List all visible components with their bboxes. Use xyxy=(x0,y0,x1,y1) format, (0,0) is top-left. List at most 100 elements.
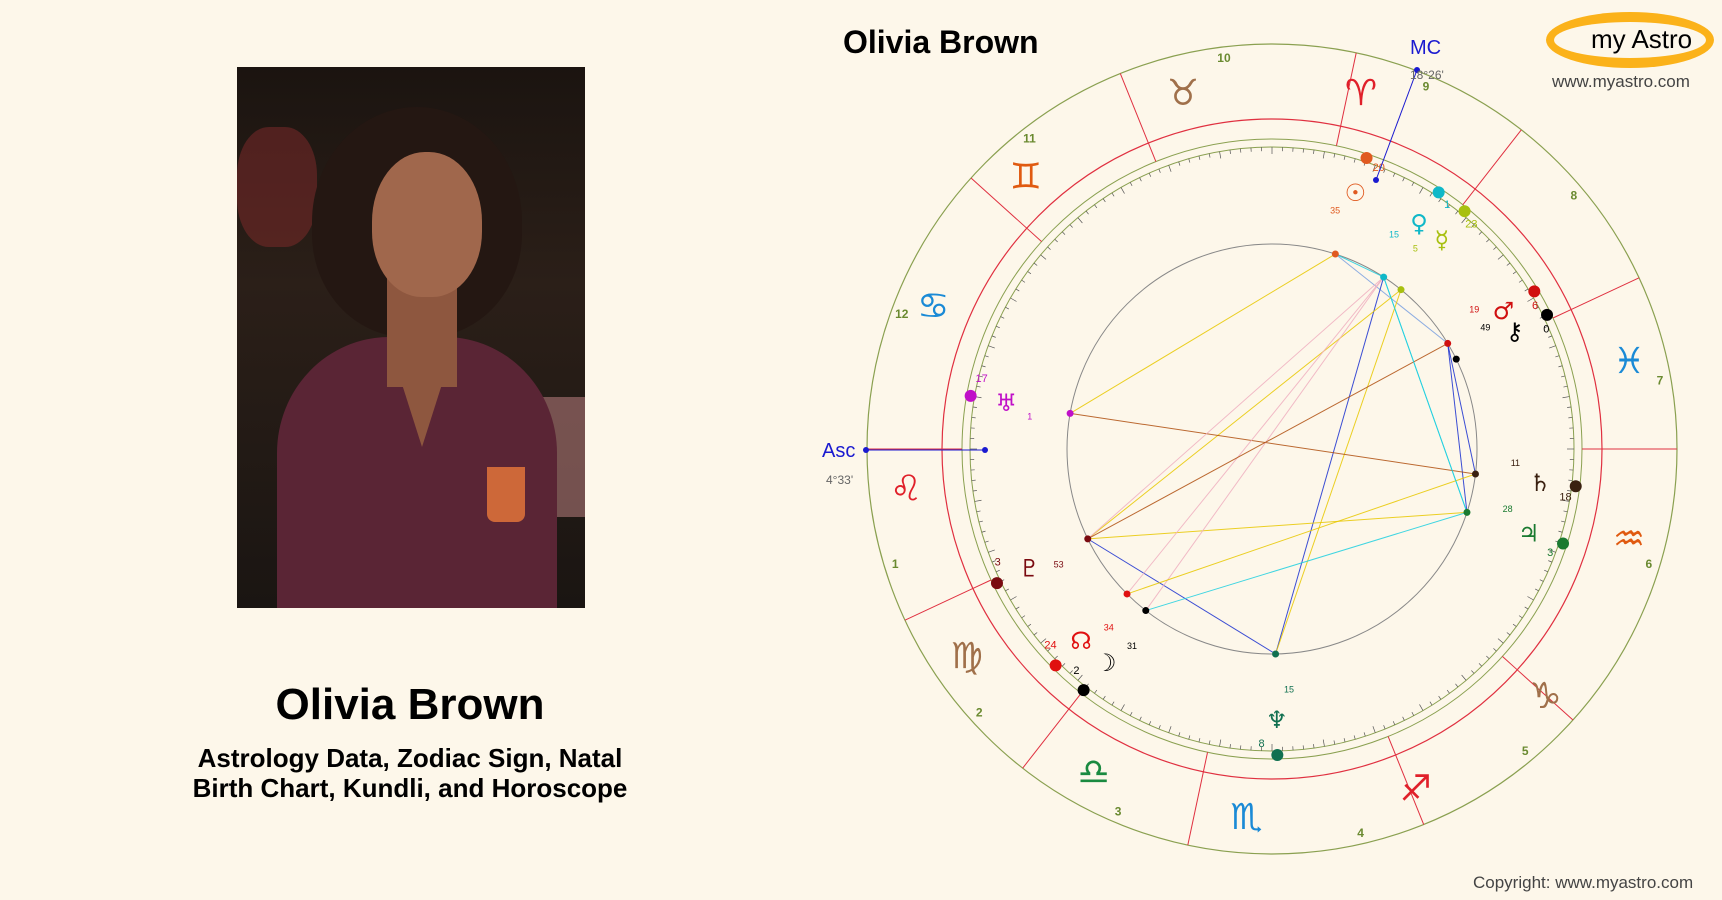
aspect-line xyxy=(1087,289,1402,540)
uranus-icon: ♅ xyxy=(995,389,1017,417)
pluto-marker xyxy=(990,577,1003,590)
house-cusp xyxy=(1395,754,1425,825)
moon-degree: 2 xyxy=(1073,665,1079,677)
house-cusp xyxy=(1474,129,1522,190)
sagittarius-sign-icon: ♐ xyxy=(1400,769,1432,810)
venus-icon: ♀ xyxy=(1410,210,1428,238)
myastro-logo[interactable]: my Astro xyxy=(1546,12,1714,68)
capricorn-sign-icon: ♑ xyxy=(1529,676,1561,717)
pluto-minute: 53 xyxy=(1054,559,1064,569)
person-subtitle: Astrology Data, Zodiac Sign, Natal Birth… xyxy=(0,743,820,803)
house-cusp xyxy=(904,588,974,621)
copyright-text: Copyright: www.myastro.com xyxy=(1473,873,1694,892)
mercury-icon: ☿ xyxy=(1435,226,1450,254)
venus-degree: 1 xyxy=(1444,199,1450,211)
jupiter-marker xyxy=(1557,537,1570,550)
house-number: 2 xyxy=(976,706,983,720)
venus-marker xyxy=(1432,186,1445,199)
node-icon: ☊ xyxy=(1070,627,1091,655)
mercury-marker xyxy=(1458,205,1471,218)
aspect-line xyxy=(1087,511,1468,540)
node-minute: 34 xyxy=(1104,622,1114,632)
house-number: 3 xyxy=(1115,805,1122,819)
house-number: 6 xyxy=(1645,557,1652,571)
leo-sign-icon: ♌ xyxy=(890,468,922,509)
mc-degree: 18°26' xyxy=(1410,68,1444,82)
house-number: 12 xyxy=(895,307,909,321)
house-cusp xyxy=(1187,771,1204,846)
sun-marker xyxy=(1360,151,1373,164)
saturn-icon: ♄ xyxy=(1529,469,1551,497)
moon-icon: ☽ xyxy=(1095,649,1117,677)
aspect-line xyxy=(1383,276,1468,513)
mars-marker xyxy=(1528,285,1541,298)
house-cusp xyxy=(1119,73,1149,144)
mars-minute: 19 xyxy=(1469,305,1479,315)
aspect-line xyxy=(1447,343,1468,513)
house-cusp xyxy=(1022,708,1070,769)
aquarius-sign-icon: ♒ xyxy=(1613,519,1645,560)
house-number: 5 xyxy=(1522,744,1529,758)
chiron-degree: 0 xyxy=(1543,324,1549,336)
house-cusp xyxy=(1516,669,1574,721)
taurus-sign-icon: ♉ xyxy=(1167,73,1199,114)
sun-icon: ☉ xyxy=(1345,179,1367,207)
aspect-line xyxy=(1126,473,1476,595)
house-number: 9 xyxy=(1423,79,1430,93)
subtitle-line-1: Astrology Data, Zodiac Sign, Natal xyxy=(197,743,623,773)
saturn-degree: 18 xyxy=(1559,492,1571,504)
asc-degree: 4°33' xyxy=(826,473,853,487)
jupiter-minute: 28 xyxy=(1503,504,1513,514)
uranus-marker xyxy=(964,389,977,402)
aspect-line xyxy=(1275,276,1385,655)
node-degree: 24 xyxy=(1044,639,1056,651)
house-cusp xyxy=(1340,52,1357,127)
aspect-line xyxy=(1087,276,1384,540)
node-marker xyxy=(1049,659,1062,672)
house-cusp xyxy=(1570,277,1640,310)
neptune-icon: ♆ xyxy=(1266,706,1288,734)
aspect-line xyxy=(1145,276,1385,611)
logo-text: my Astro xyxy=(1591,24,1693,54)
aspect-line xyxy=(1447,343,1476,475)
house-number: 8 xyxy=(1570,189,1577,203)
neptune-marker xyxy=(1271,748,1284,761)
mercury-minute: 5 xyxy=(1413,244,1418,254)
neptune-minute: 15 xyxy=(1284,684,1294,694)
moon-marker xyxy=(1077,684,1090,697)
house-number: 11 xyxy=(1023,132,1036,146)
jupiter-degree: 3 xyxy=(1547,547,1553,559)
house-cusp xyxy=(970,177,1028,229)
pluto-icon: ♇ xyxy=(1019,554,1041,582)
jupiter-icon: ♃ xyxy=(1518,519,1540,547)
chiron-marker xyxy=(1541,308,1554,321)
venus-minute: 15 xyxy=(1389,230,1399,240)
pisces-sign-icon: ♓ xyxy=(1613,341,1645,382)
house-number: 10 xyxy=(1217,51,1231,65)
aspect-line xyxy=(1069,253,1336,414)
aries-sign-icon: ♈ xyxy=(1345,73,1377,114)
aspect-line xyxy=(1087,342,1448,540)
uranus-degree: 17 xyxy=(976,373,988,385)
aspect-line xyxy=(1070,412,1476,475)
house-number: 1 xyxy=(892,557,899,571)
virgo-sign-icon: ♍ xyxy=(951,636,983,677)
aspect-line xyxy=(1275,289,1402,655)
cancer-sign-icon: ♋ xyxy=(917,286,949,327)
aspect-line xyxy=(1145,511,1468,612)
aspect-line xyxy=(1126,276,1385,595)
chart-title: Olivia Brown xyxy=(843,24,1039,60)
libra-sign-icon: ♎ xyxy=(1077,752,1109,793)
person-photo xyxy=(237,67,585,608)
person-name: Olivia Brown xyxy=(275,680,545,729)
chiron-minute: 49 xyxy=(1480,323,1490,333)
neptune-degree: 8 xyxy=(1259,738,1265,750)
mc-label: MC xyxy=(1410,37,1441,59)
subtitle-line-2: Birth Chart, Kundli, and Horoscope xyxy=(192,773,628,803)
website-link[interactable]: www.myastro.com xyxy=(1552,72,1690,91)
chiron-icon: ⚷ xyxy=(1506,318,1524,346)
saturn-minute: 11 xyxy=(1511,458,1520,468)
house-number: 7 xyxy=(1657,374,1664,388)
mars-degree: 6 xyxy=(1532,300,1538,312)
